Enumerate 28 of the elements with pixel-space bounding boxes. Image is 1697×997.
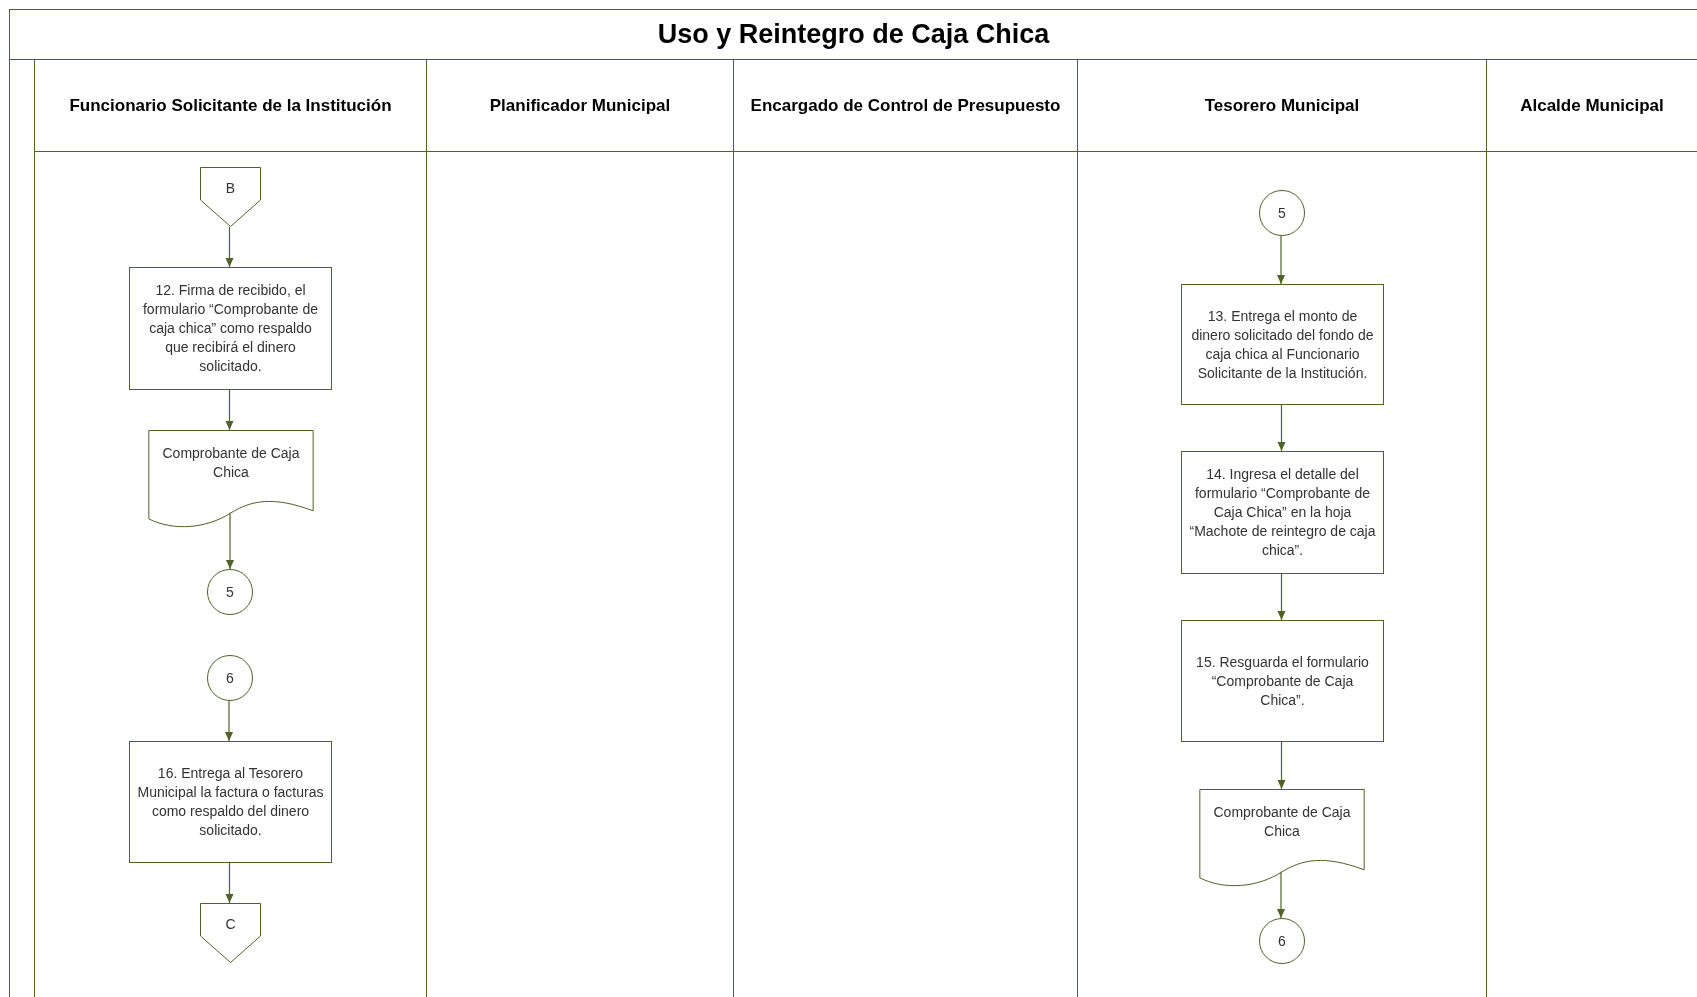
process-box: 13. Entrega el monto de dinero solicitado del fondo de caja chica al Funcionario Solicitante de la Institución. (1181, 284, 1384, 405)
lane-header: Planificador Municipal (489, 94, 671, 117)
arrow (1277, 235, 1285, 285)
arrow (1277, 741, 1286, 790)
diagram-title: Uso y Reintegro de Caja Chica (657, 18, 1050, 52)
lane-header: Encargado de Control de Presupuesto (750, 94, 1061, 117)
arrow (225, 226, 234, 268)
swimlane (1486, 60, 1697, 997)
arrow (225, 862, 234, 904)
process-box: 16. Entrega al Tesorero Municipal la factura o facturas como respaldo del dinero solicitado. (129, 741, 332, 863)
offpage-connector: B (200, 167, 261, 227)
process-box: 15. Resguarda el formulario “Comprobante de Caja Chica”. (1181, 620, 1384, 742)
lane-header: Tesorero Municipal (1204, 94, 1360, 117)
arrow (1277, 404, 1286, 452)
arrow (226, 512, 234, 570)
lane-header: Alcalde Municipal (1520, 94, 1664, 117)
arrow (225, 389, 234, 431)
arrow (1277, 871, 1285, 919)
process-box: 14. Ingresa el detalle del formulario “Comprobante de Caja Chica” en la hoja “Machote de reintegro de caja chica”. (1181, 451, 1384, 574)
lane-header: Funcionario Solicitante de la Institución (69, 94, 392, 117)
arrow (1277, 573, 1286, 621)
swimlane (426, 60, 733, 997)
process-box: 12. Firma de recibido, el formulario “Comprobante de caja chica” como respaldo que recibirá el dinero solicitado. (129, 267, 332, 390)
swimlane (1077, 60, 1486, 997)
swimlane (34, 60, 426, 997)
offpage-connector: C (200, 903, 261, 963)
arrow (225, 700, 233, 742)
swimlane (733, 60, 1077, 997)
